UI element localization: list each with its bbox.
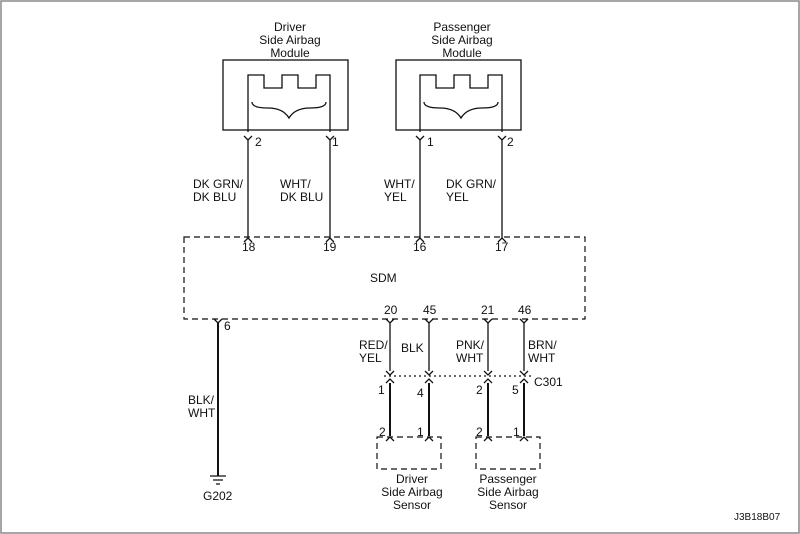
wire-17-color-2: YEL <box>446 190 469 204</box>
passenger-module-pin-2: 2 <box>507 135 514 149</box>
sdm-pin-16: 16 <box>413 240 427 254</box>
driver-module-squib-symbol <box>247 74 331 98</box>
wire-46-color-2: WHT <box>528 351 556 365</box>
driver-sensor-label-2: Side Airbag <box>381 485 442 499</box>
passenger-module-squib-symbol <box>419 74 503 98</box>
c301-connector: C301 1 4 2 5 <box>378 370 563 400</box>
wire-45-color: BLK <box>401 341 424 355</box>
sdm-box <box>183 236 586 320</box>
sdm-pin-18: 18 <box>242 240 256 254</box>
module-connector-chevrons <box>243 135 507 141</box>
sdm-module: 18 19 16 17 SDM 6 20 45 21 46 <box>183 236 586 333</box>
wire-20-color-1: RED/ <box>359 338 388 352</box>
passenger-side-airbag-sensor: 2 1 Passenger Side Airbag Sensor <box>475 425 541 512</box>
sdm-label: SDM <box>370 271 397 285</box>
driver-module-pin-1: 1 <box>332 135 339 149</box>
wire-20-color-2: YEL <box>359 351 382 365</box>
driver-module-label-3: Module <box>270 46 310 60</box>
passenger-sensor-box <box>475 436 541 470</box>
c301-to-sensor-wires <box>389 383 525 436</box>
sdm-pin-45: 45 <box>423 303 437 317</box>
sdm-to-c301-wires <box>389 323 525 371</box>
wire-16-color-2: YEL <box>384 190 407 204</box>
passenger-module-label-1: Passenger <box>433 20 490 34</box>
driver-module-brace <box>251 101 327 120</box>
wire-16-color-1: WHT/ <box>384 177 415 191</box>
wire-21-color-1: PNK/ <box>456 338 485 352</box>
c301-pin-5: 5 <box>512 383 519 397</box>
sdm-pin-17: 17 <box>495 240 509 254</box>
wire-17-color-1: DK GRN/ <box>446 177 497 191</box>
driver-module-label-2: Side Airbag <box>259 33 320 47</box>
passenger-module-box <box>395 59 522 131</box>
passenger-airbag-module: Passenger Side Airbag Module 1 2 <box>395 20 522 149</box>
c301-pin-2: 2 <box>476 383 483 397</box>
c301-pin-1: 1 <box>378 383 385 397</box>
module-to-sdm-wires <box>247 140 503 238</box>
passenger-sensor-label-3: Sensor <box>489 498 527 512</box>
wire-19-color-2: DK BLU <box>280 190 323 204</box>
passenger-module-label-2: Side Airbag <box>431 33 492 47</box>
driver-module-label-1: Driver <box>274 20 306 34</box>
c301-pin-4: 4 <box>417 386 424 400</box>
wire-19-color-1: WHT/ <box>280 177 311 191</box>
sdm-top-pin-arrows <box>243 237 507 243</box>
driver-sensor-label-1: Driver <box>396 472 428 486</box>
driver-sensor-pin-1: 1 <box>417 425 424 439</box>
driver-module-box <box>222 59 349 131</box>
driver-sensor-box <box>376 436 442 470</box>
sdm-pin-6: 6 <box>224 319 231 333</box>
ground-circuit: BLK/ WHT G202 <box>188 323 233 503</box>
c301-label: C301 <box>534 375 563 389</box>
wire-6-color-1: BLK/ <box>188 393 215 407</box>
sdm-pin-19: 19 <box>323 240 337 254</box>
passenger-sensor-pin-2: 2 <box>476 425 483 439</box>
driver-sensor-pin-2: 2 <box>379 425 386 439</box>
sdm-pin-20: 20 <box>384 303 398 317</box>
sdm-pin-46: 46 <box>518 303 532 317</box>
wire-18-color-2: DK BLU <box>193 190 236 204</box>
wire-46-color-1: BRN/ <box>528 338 557 352</box>
passenger-sensor-label-2: Side Airbag <box>477 485 538 499</box>
wire-18-color-1: DK GRN/ <box>193 177 244 191</box>
passenger-sensor-pin-1: 1 <box>513 425 520 439</box>
driver-airbag-module: Driver Side Airbag Module 2 1 <box>222 20 349 149</box>
passenger-sensor-label-1: Passenger <box>479 472 536 486</box>
driver-sensor-label-3: Sensor <box>393 498 431 512</box>
passenger-module-pin-1: 1 <box>427 135 434 149</box>
wire-6-color-2: WHT <box>188 406 216 420</box>
ground-label: G202 <box>203 489 233 503</box>
passenger-module-brace <box>423 101 499 120</box>
wire-21-color-2: WHT <box>456 351 484 365</box>
sdm-pin-21: 21 <box>481 303 495 317</box>
ground-symbol <box>210 475 226 485</box>
driver-side-airbag-sensor: 2 1 Driver Side Airbag Sensor <box>376 425 443 512</box>
driver-module-pin-2: 2 <box>255 135 262 149</box>
figure-code: J3B18B07 <box>734 512 781 523</box>
passenger-module-label-3: Module <box>442 46 482 60</box>
sdm-bottom-chevrons <box>213 318 529 324</box>
